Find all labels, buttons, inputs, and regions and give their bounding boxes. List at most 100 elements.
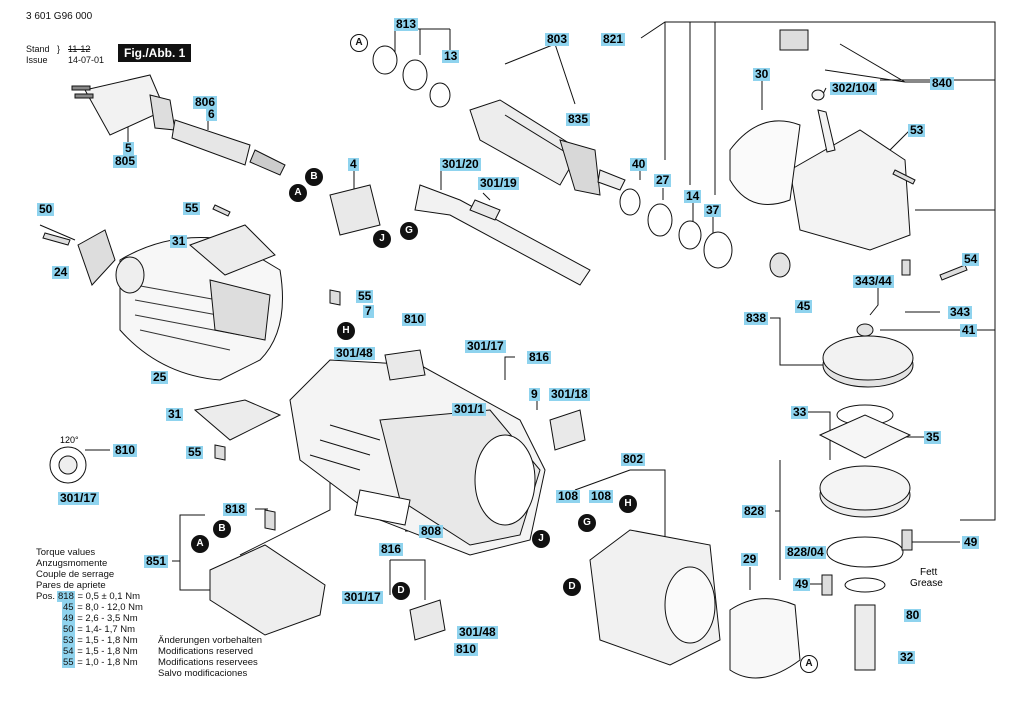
torque-row: 50 = 1,4- 1,7 Nm — [62, 624, 135, 635]
label-840: 840 — [930, 76, 955, 90]
callout-g: G — [578, 514, 596, 532]
bracket-glyph: } — [57, 44, 61, 54]
label-13: 13 — [442, 49, 460, 63]
torque-value: = 2,6 - 3,5 Nm — [77, 613, 138, 624]
torque-row: 55 = 1,0 - 1,8 Nm — [62, 657, 138, 668]
label-818: 818 — [223, 502, 248, 516]
note-en: Modifications reserved — [158, 646, 254, 657]
label-301-48-b: 301/48 — [457, 625, 498, 639]
label-41: 41 — [960, 323, 978, 337]
label-851: 851 — [144, 554, 169, 568]
label-25: 25 — [151, 370, 169, 384]
label-53: 53 — [908, 123, 926, 137]
label-806: 806 — [193, 95, 218, 109]
fett-label: Fett — [920, 567, 938, 578]
leader-851 — [172, 514, 215, 591]
torque-row: 54 = 1,5 - 1,8 Nm — [62, 646, 138, 657]
leader-840-b — [824, 43, 930, 83]
label-33: 33 — [791, 405, 809, 419]
label-27: 27 — [654, 173, 672, 187]
leader-816b — [389, 559, 426, 600]
issue-label: Issue — [26, 55, 48, 65]
label-810-c: 810 — [454, 642, 479, 656]
label-49: 49 — [962, 535, 980, 549]
label-803: 803 — [545, 32, 570, 46]
label-802: 802 — [621, 452, 646, 466]
torque-row: 49 = 2,6 - 3,5 Nm — [62, 613, 138, 624]
torque-row: 818 = 0,5 ± 0,1 Nm — [57, 591, 140, 602]
label-301-48: 301/48 — [334, 346, 375, 360]
torque-pos: 54 — [62, 646, 75, 657]
label-29: 29 — [741, 552, 759, 566]
part-number: 3 601 G96 000 — [26, 11, 93, 22]
leader-30119 — [482, 192, 491, 201]
label-45: 45 — [795, 299, 813, 313]
leader-813 — [394, 28, 451, 55]
callout-a: A — [289, 184, 307, 202]
leader-802 — [574, 469, 666, 560]
note-de: Änderungen vorbehalten — [158, 635, 263, 646]
leader-828 — [775, 460, 781, 580]
label-35: 35 — [924, 430, 942, 444]
gear-head — [729, 29, 911, 251]
angle-label: 120° — [60, 435, 79, 445]
leader-838 — [770, 317, 825, 366]
label-810: 810 — [402, 312, 427, 326]
issue-date: 14-07-01 — [68, 55, 105, 65]
label-301-1: 301/1 — [452, 402, 487, 416]
leader-840-a — [664, 22, 716, 195]
torque-row: 53 = 1,5 - 1,8 Nm — [62, 635, 138, 646]
torque-pos: 49 — [62, 613, 75, 624]
label-343: 343 — [948, 305, 973, 319]
label-31: 31 — [170, 234, 188, 248]
label-301-17-b: 301/17 — [58, 491, 99, 505]
label-301-17: 301/17 — [465, 339, 506, 353]
callout-d: D — [563, 578, 581, 596]
label-810-b: 810 — [113, 443, 138, 457]
torque-value: = 1,5 - 1,8 Nm — [77, 646, 138, 657]
callout-b: B — [213, 520, 231, 538]
switch-module — [49, 446, 411, 636]
label-37: 37 — [704, 203, 722, 217]
leader-816a — [504, 356, 515, 380]
leader-34344 — [869, 288, 879, 316]
bearings-and-rings — [372, 45, 733, 269]
callout-a: A — [800, 655, 818, 673]
bearing-flange — [818, 404, 912, 671]
callout-h: H — [337, 322, 355, 340]
label-14: 14 — [684, 189, 702, 203]
label-24: 24 — [52, 265, 70, 279]
note-fr: Modifications reservees — [158, 657, 258, 668]
stand-label: Stand — [26, 44, 50, 54]
torque-value: = 1,0 - 1,8 Nm — [77, 657, 138, 668]
torque-heading-fr: Couple de serrage — [36, 569, 115, 580]
label-301-19: 301/19 — [478, 176, 519, 190]
label-40: 40 — [630, 157, 648, 171]
label-828: 828 — [742, 504, 767, 518]
label-816: 816 — [527, 350, 552, 364]
torque-pos: 50 — [62, 624, 75, 635]
note-es: Salvo modificaciones — [158, 668, 248, 679]
torque-heading-es: Pares de apriete — [36, 580, 106, 591]
torque-heading: Torque values — [36, 547, 96, 558]
torque-row: 45 = 8,0 - 12,0 Nm — [62, 602, 143, 613]
label-302-104: 302/104 — [830, 81, 878, 95]
plug-and-cable — [71, 74, 286, 176]
gears — [769, 252, 914, 388]
label-54: 54 — [962, 252, 980, 266]
label-808: 808 — [419, 524, 444, 538]
rear-housing — [115, 237, 283, 381]
label-5: 5 — [123, 141, 134, 155]
torque-value: = 1,4- 1,7 Nm — [77, 624, 136, 635]
screws — [42, 169, 968, 596]
torque-pos-label: Pos. — [36, 591, 56, 602]
label-9: 9 — [529, 387, 540, 401]
torque-value: = 0,5 ± 0,1 Nm — [77, 591, 141, 602]
callout-b: B — [305, 168, 323, 186]
leader-33 — [808, 411, 831, 460]
label-816-b: 816 — [379, 542, 404, 556]
grease-label: Grease — [910, 578, 943, 589]
callout-a: A — [350, 34, 368, 52]
label-6: 6 — [206, 107, 217, 121]
